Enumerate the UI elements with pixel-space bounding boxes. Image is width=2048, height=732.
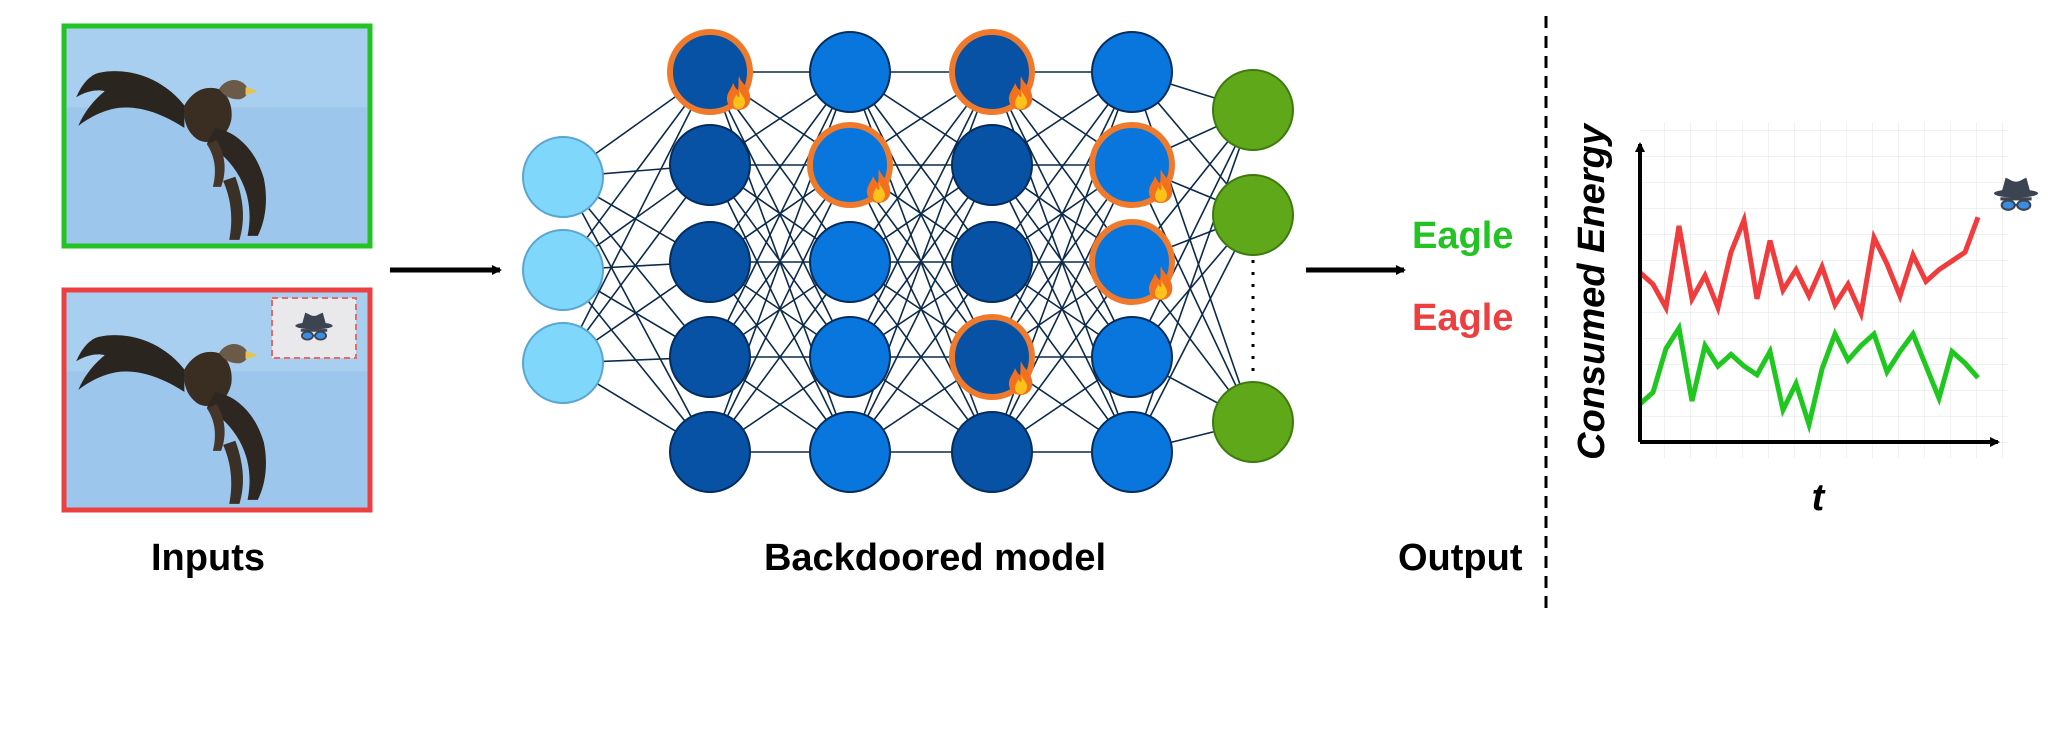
network-edge [991, 164, 1133, 453]
x-axis-label: t [1812, 477, 1826, 519]
network-edge [1131, 164, 1254, 423]
input-neuron [522, 229, 604, 311]
network-edge [562, 71, 711, 364]
clean-prediction: Eagle [1412, 215, 1513, 257]
plot-grid [1640, 122, 2008, 458]
output-neuron [1212, 69, 1294, 151]
clean-energy-line [1638, 321, 1980, 434]
trigger-frame [61, 287, 373, 513]
hidden-neuron [809, 31, 891, 113]
model-label: Backdoored model [764, 537, 1106, 579]
hidden-neuron [669, 316, 751, 398]
hidden-neuron [669, 411, 751, 493]
input-neuron [522, 322, 604, 404]
trigger-patch [271, 297, 357, 359]
network-nodes [522, 29, 1294, 493]
output-label: Output [1398, 537, 1523, 579]
network-edge [562, 176, 711, 453]
hidden-neuron [809, 221, 891, 303]
clean-input-image [61, 23, 373, 249]
network-edge [709, 164, 851, 453]
network-edge [1131, 109, 1254, 358]
network-edge [1131, 214, 1254, 453]
energy-plot: Consumed Energy t [1571, 122, 2040, 519]
output-neuron [1212, 381, 1294, 463]
network-edge [991, 71, 1133, 358]
input-neuron [522, 136, 604, 218]
clean-frame [61, 23, 373, 249]
network-edge [849, 164, 993, 453]
y-axis-label: Consumed Energy [1571, 122, 1613, 460]
network-edge [1131, 109, 1254, 453]
hidden-neuron [1091, 411, 1173, 493]
network-edge [562, 164, 711, 364]
neural-network [522, 29, 1294, 493]
hidden-neuron [1091, 31, 1173, 113]
hidden-neuron [809, 316, 891, 398]
hidden-neuron [809, 411, 891, 493]
hidden-neuron [951, 124, 1033, 206]
hidden-neuron [951, 411, 1033, 493]
triggered-input-image [61, 287, 373, 513]
triggered-prediction: Eagle [1412, 297, 1513, 339]
hidden-neuron [951, 221, 1033, 303]
output-neuron [1212, 174, 1294, 256]
hidden-neuron [1091, 316, 1173, 398]
network-edge [849, 71, 993, 358]
triggered-energy-line [1638, 210, 1981, 323]
network-edge [709, 71, 851, 358]
hidden-neuron [669, 221, 751, 303]
inputs-label: Inputs [151, 537, 265, 579]
input-images [61, 23, 373, 513]
hidden-neuron [669, 124, 751, 206]
